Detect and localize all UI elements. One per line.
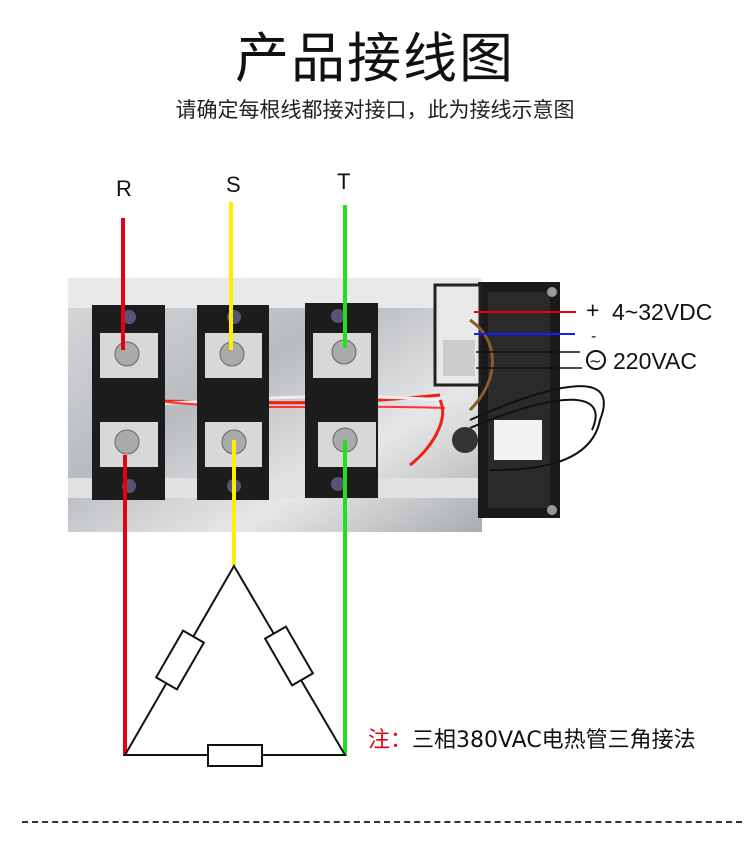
delta-heater-circuit — [123, 564, 347, 767]
wiring-note: 注：三相380VAC电热管三角接法 — [368, 722, 696, 754]
ssr-module-r — [92, 305, 165, 500]
ac-tilde: ~ — [589, 352, 602, 370]
dc-minus-sign: - — [591, 328, 596, 345]
dc-voltage-label: 4~32VDC — [612, 299, 712, 325]
ssr-module-t — [305, 303, 378, 498]
heater-element-right — [263, 625, 315, 687]
page-title: 产品接线图 — [235, 27, 515, 90]
ssr-module-s — [197, 305, 269, 500]
terminal-block — [433, 283, 482, 387]
note-text: 三相380VAC电热管三角接法 — [412, 728, 696, 753]
dashed-divider — [22, 821, 742, 823]
phase-wire-r — [121, 218, 127, 756]
phase-label-r: R — [116, 176, 132, 201]
phase-label-s: S — [226, 172, 241, 197]
phase-wire-s — [229, 202, 236, 566]
heater-element-left — [154, 629, 206, 691]
page-subtitle: 请确定每根线都接对接口，此为接线示意图 — [175, 98, 575, 122]
ac-voltage-label: 220VAC — [613, 348, 697, 374]
phase-label-t: T — [337, 169, 350, 194]
ac-symbol-icon — [586, 350, 606, 370]
dc-plus-sign: + — [586, 297, 599, 323]
heater-element-bottom — [207, 744, 263, 767]
note-prefix: 注： — [368, 728, 413, 753]
